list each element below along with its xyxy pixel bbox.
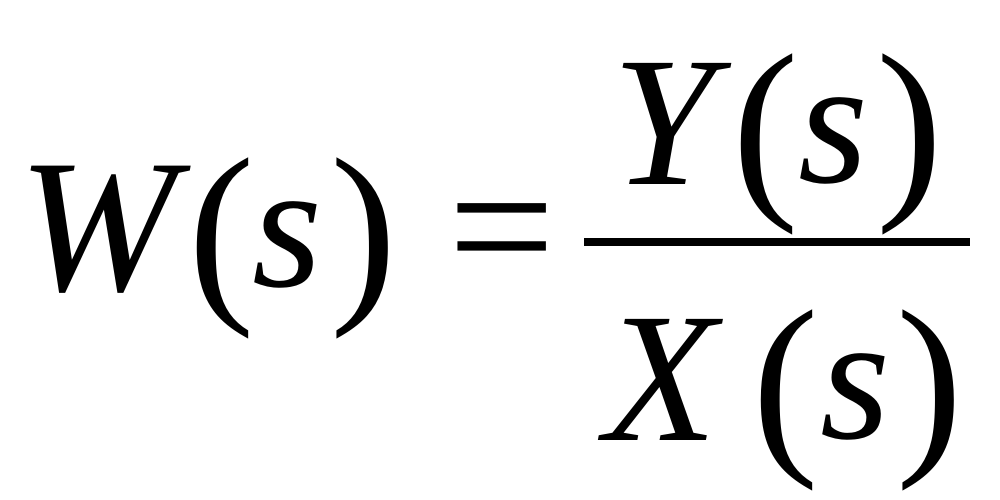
numerator-variable: Y: [612, 20, 715, 225]
denominator-close-paren: ): [896, 271, 963, 492]
denominator-variable: X: [604, 276, 718, 481]
lhs-variable: W: [18, 122, 177, 332]
equals-sign: =: [448, 122, 556, 332]
lhs-argument: s: [252, 126, 323, 325]
numerator-argument: s: [798, 22, 869, 221]
numerator-open-paren: (: [732, 15, 799, 236]
lhs-open-paren: (: [188, 119, 255, 340]
denominator-argument: s: [820, 278, 891, 477]
lhs-close-paren: ): [330, 119, 397, 340]
numerator-close-paren: ): [876, 15, 943, 236]
fraction-bar: [584, 238, 970, 246]
denominator-open-paren: (: [752, 271, 819, 492]
